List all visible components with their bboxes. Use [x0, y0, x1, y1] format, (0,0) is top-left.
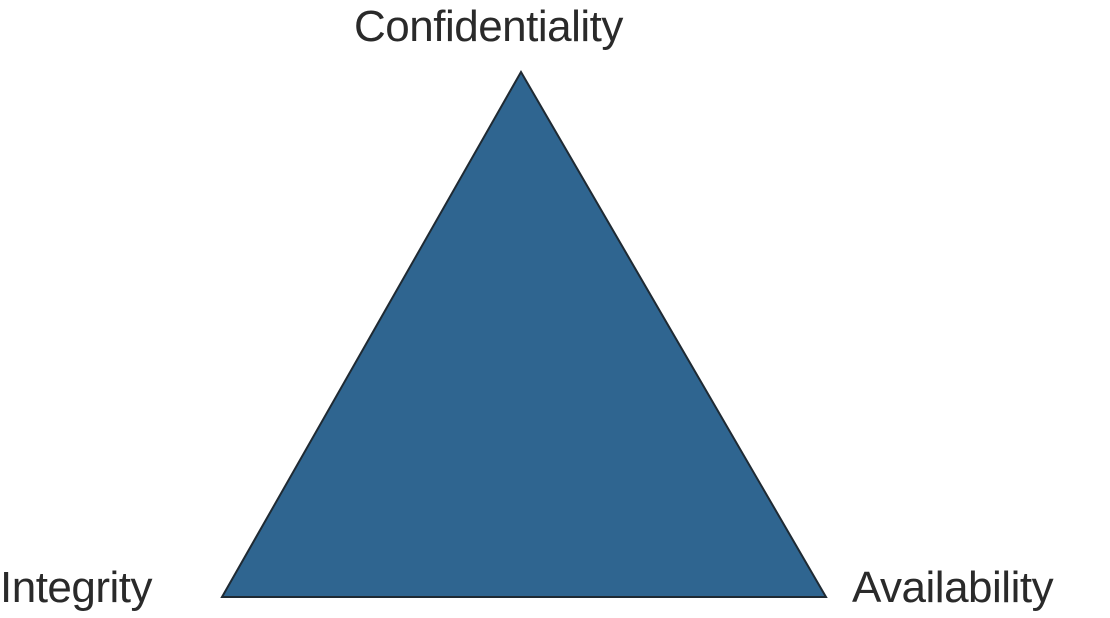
integrity-label: Integrity: [0, 563, 153, 612]
triad-triangle: [220, 69, 828, 598]
availability-label: Availability: [852, 563, 1054, 612]
confidentiality-label: Confidentiality: [354, 2, 623, 51]
